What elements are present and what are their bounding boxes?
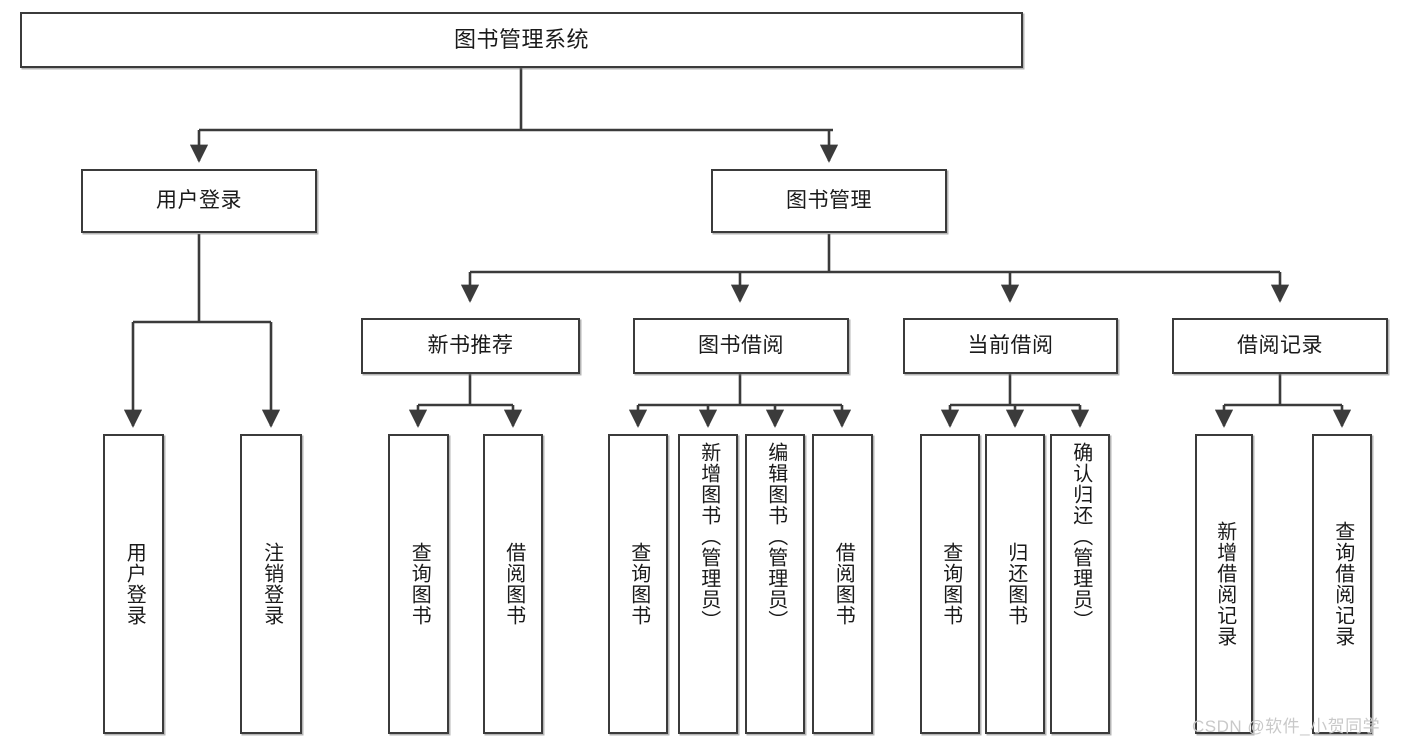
node-label: 查询图书 [627, 542, 650, 626]
node-label: 借阅图书 [832, 542, 855, 626]
node-user-login[interactable]: 用户登录 [81, 169, 317, 233]
leaf-current-confirm-return[interactable]: 确认归还（管理员） [1050, 434, 1110, 734]
node-label: 新增借阅记录 [1213, 521, 1236, 647]
node-borrow-record[interactable]: 借阅记录 [1172, 318, 1388, 374]
leaf-current-query-book[interactable]: 查询图书 [920, 434, 980, 734]
node-label: 归还图书 [1004, 542, 1027, 626]
node-label: 注销登录 [260, 542, 283, 626]
node-book-borrow[interactable]: 图书借阅 [633, 318, 849, 374]
node-new-book-recommend[interactable]: 新书推荐 [361, 318, 580, 374]
node-label: 确认归还（管理员） [1069, 442, 1092, 631]
leaf-borrow-add-book[interactable]: 新增图书（管理员） [678, 434, 738, 734]
node-label: 借阅图书 [502, 542, 525, 626]
node-label: 当前借阅 [967, 334, 1054, 358]
node-label: 图书借阅 [698, 334, 784, 358]
node-book-management[interactable]: 图书管理 [711, 169, 947, 233]
leaf-record-query-record[interactable]: 查询借阅记录 [1312, 434, 1372, 734]
leaf-user-login-login[interactable]: 用户登录 [103, 434, 164, 734]
node-root-system[interactable]: 图书管理系统 [20, 12, 1023, 68]
leaf-borrow-borrow-book[interactable]: 借阅图书 [812, 434, 873, 734]
csdn-watermark: CSDN @软件_小贺同学 [1192, 717, 1381, 736]
leaf-current-return-book[interactable]: 归还图书 [985, 434, 1045, 734]
leaf-user-login-logout[interactable]: 注销登录 [240, 434, 302, 734]
node-label: 新书推荐 [427, 334, 514, 358]
node-label: 图书管理 [786, 189, 872, 213]
leaf-record-add-record[interactable]: 新增借阅记录 [1195, 434, 1253, 734]
leaf-recommend-borrow-book[interactable]: 借阅图书 [483, 434, 543, 734]
node-label: 图书管理系统 [453, 26, 589, 52]
node-label: 新增图书（管理员） [697, 442, 720, 631]
node-label: 编辑图书（管理员） [764, 442, 787, 631]
node-current-borrow[interactable]: 当前借阅 [903, 318, 1118, 374]
node-label: 用户登录 [123, 542, 146, 626]
node-label: 查询图书 [939, 542, 962, 626]
node-label: 借阅记录 [1237, 334, 1323, 358]
leaf-borrow-edit-book[interactable]: 编辑图书（管理员） [745, 434, 805, 734]
leaf-recommend-query-book[interactable]: 查询图书 [388, 434, 449, 734]
node-label: 查询借阅记录 [1331, 521, 1354, 647]
node-label: 用户登录 [156, 189, 242, 213]
leaf-borrow-query-book[interactable]: 查询图书 [608, 434, 668, 734]
node-label: 查询图书 [408, 542, 431, 626]
